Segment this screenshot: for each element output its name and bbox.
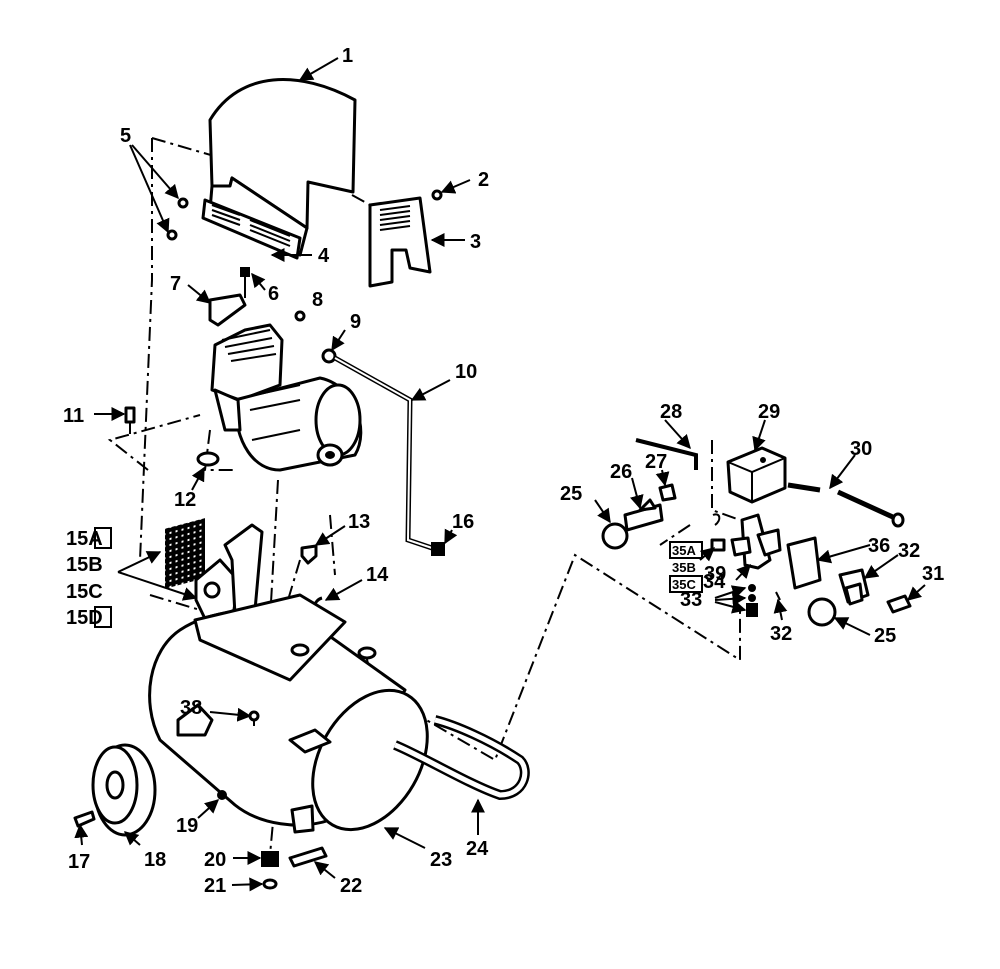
screw-5b	[166, 229, 178, 241]
label-15d: 15D	[66, 607, 103, 629]
label-3: 3	[470, 231, 481, 253]
label-38: 38	[180, 697, 202, 719]
label-21: 21	[204, 875, 226, 897]
air-tank	[148, 593, 429, 834]
screw-32	[775, 591, 781, 601]
label-14: 14	[366, 564, 389, 586]
label-4: 4	[318, 245, 330, 267]
label-18: 18	[144, 849, 166, 871]
box-15a	[94, 527, 112, 549]
label-11: 11	[63, 405, 84, 427]
label-28: 28	[660, 401, 682, 423]
gauge-25b	[807, 597, 837, 627]
elbow-27	[658, 483, 677, 502]
nut-6	[240, 267, 250, 277]
leader-arrows	[74, 57, 926, 892]
label-13: 13	[348, 511, 370, 533]
motor-pump	[210, 323, 363, 472]
label-30: 30	[850, 438, 872, 460]
label-35a: 35A	[672, 543, 696, 558]
label-7: 7	[170, 273, 181, 295]
nut-16	[431, 542, 445, 556]
screw-2	[431, 189, 443, 201]
washer-8	[294, 310, 306, 322]
cord-30	[787, 482, 897, 521]
label-27: 27	[645, 451, 667, 473]
box-35a	[669, 541, 703, 559]
wheel-18	[91, 743, 157, 837]
tee-26	[623, 498, 664, 532]
label-26: 26	[610, 461, 632, 483]
label-6: 6	[268, 283, 279, 305]
label-32a: 32	[898, 540, 920, 562]
label-35b: 35B	[672, 560, 696, 575]
bolt-11	[124, 406, 136, 434]
label-36: 36	[868, 535, 890, 557]
screw-5a	[177, 197, 189, 209]
label-16: 16	[452, 511, 474, 533]
bracket-7	[208, 293, 247, 327]
part-labels: 1 2 3 4 5 6 7 8 9 10 11 12 13 14 15A 15B…	[63, 45, 944, 897]
label-19: 19	[176, 815, 198, 837]
gauge-25a	[601, 522, 629, 550]
label-8: 8	[312, 289, 323, 311]
fitting-9	[321, 348, 337, 364]
label-15a: 15A	[66, 528, 103, 550]
label-15b: 15B	[66, 554, 103, 576]
coupler-31	[886, 594, 912, 614]
label-33: 33	[680, 589, 702, 611]
regulator-32	[838, 568, 870, 606]
box-15d	[94, 606, 112, 628]
valve-20	[261, 851, 279, 867]
label-35c: 35C	[672, 577, 696, 592]
label-20: 20	[204, 849, 226, 871]
label-25a: 25	[560, 483, 582, 505]
plug-21	[262, 878, 278, 890]
pin-17	[73, 810, 96, 828]
label-23: 23	[430, 849, 452, 871]
foot-12	[196, 451, 220, 467]
side-plate	[368, 196, 432, 288]
vent-panel	[201, 198, 302, 260]
rod-22	[288, 846, 328, 868]
label-32b: 32	[770, 623, 792, 645]
label-34: 34	[703, 571, 726, 593]
filter-15	[165, 518, 205, 589]
label-10: 10	[455, 361, 477, 383]
label-17: 17	[68, 851, 90, 873]
tube-28	[635, 438, 698, 470]
label-31: 31	[922, 563, 944, 585]
plug-30	[891, 512, 905, 528]
pressure-switch-29	[726, 446, 787, 504]
label-5: 5	[120, 125, 131, 147]
springs-33	[746, 584, 758, 617]
washer-19	[217, 790, 227, 800]
fitting-13	[300, 544, 318, 565]
label-12: 12	[174, 489, 196, 511]
label-24: 24	[466, 838, 489, 860]
label-9: 9	[350, 311, 361, 333]
fitting-35	[712, 513, 721, 526]
label-1: 1	[342, 45, 353, 67]
label-2: 2	[478, 169, 489, 191]
manifold-34	[730, 513, 782, 570]
label-22: 22	[340, 875, 362, 897]
fitting-39	[710, 538, 726, 552]
label-25b: 25	[874, 625, 896, 647]
bracket-36	[786, 536, 822, 590]
label-29: 29	[758, 401, 780, 423]
box-35c	[669, 575, 703, 593]
label-39: 39	[704, 563, 726, 585]
label-15c: 15C	[66, 581, 103, 603]
